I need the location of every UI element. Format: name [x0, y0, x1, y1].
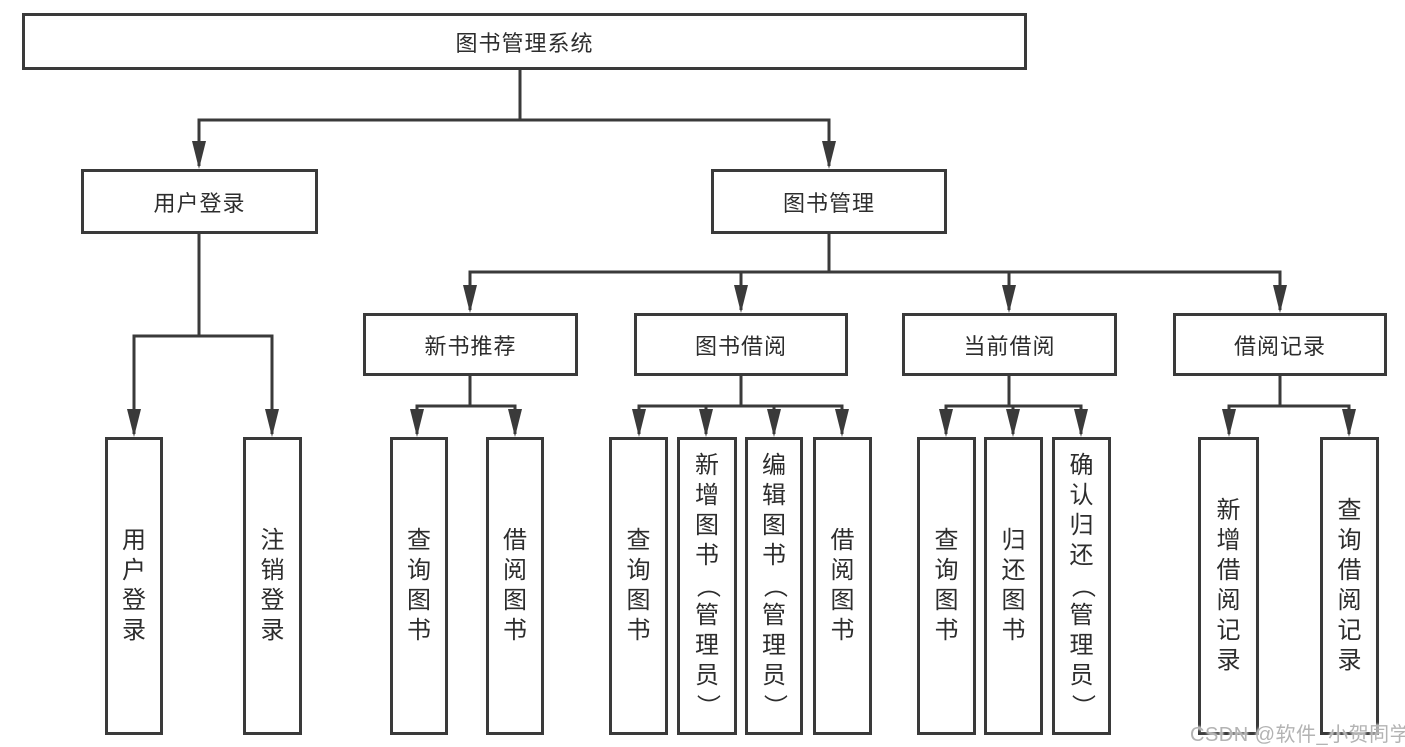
connector-borrowrecord-to-leaves	[1227, 376, 1351, 434]
node-new-book-recommend-label: 新书推荐	[424, 333, 517, 359]
leaf-current-return-book: 归还图书	[984, 437, 1043, 735]
leaf-record-add-borrow-record-label: 新增借阅记录	[1216, 497, 1241, 674]
leaf-record-add-borrow-record: 新增借阅记录	[1198, 437, 1259, 735]
leaf-borrow-edit-book-admin-label: 编辑图书（管理员）	[761, 452, 788, 718]
leaf-logout: 注销登录	[243, 437, 302, 735]
leaf-current-confirm-return-admin: 确认归还（管理员）	[1052, 437, 1111, 735]
connector-root-to-level2	[197, 70, 831, 166]
node-book-management-label: 图书管理	[782, 190, 875, 216]
leaf-borrow-add-book-admin: 新增图书（管理员）	[677, 437, 737, 735]
leaf-record-query-borrow-record-label: 查询借阅记录	[1337, 497, 1362, 674]
leaf-record-query-borrow-record: 查询借阅记录	[1320, 437, 1379, 735]
node-book-borrow-label: 图书借阅	[694, 333, 787, 359]
node-root: 图书管理系统	[22, 13, 1027, 70]
leaf-current-query-book: 查询图书	[917, 437, 976, 735]
leaf-borrow-add-book-admin-label: 新增图书（管理员）	[694, 452, 721, 718]
leaf-current-query-book-label: 查询图书	[934, 527, 959, 644]
node-book-management: 图书管理	[711, 169, 947, 234]
leaf-borrow-query-book-label: 查询图书	[626, 527, 651, 644]
leaf-recommend-borrow-book-label: 借阅图书	[503, 527, 527, 644]
csdn-watermark: CSDN @软件_小贺同学	[1190, 724, 1405, 746]
node-new-book-recommend: 新书推荐	[363, 313, 578, 376]
node-current-borrow-label: 当前借阅	[963, 333, 1056, 359]
node-book-borrow: 图书借阅	[634, 313, 848, 376]
leaf-current-return-book-label: 归还图书	[1001, 527, 1026, 644]
leaf-borrow-query-book: 查询图书	[609, 437, 668, 735]
node-borrow-record: 借阅记录	[1173, 313, 1387, 376]
node-user-login: 用户登录	[81, 169, 318, 234]
node-borrow-record-label: 借阅记录	[1233, 333, 1326, 359]
node-user-login-label: 用户登录	[153, 190, 246, 216]
leaf-borrow-borrow-book: 借阅图书	[813, 437, 872, 735]
leaf-current-confirm-return-admin-label: 确认归还（管理员）	[1068, 452, 1096, 718]
leaf-logout-label: 注销登录	[260, 527, 285, 644]
leaf-borrow-borrow-book-label: 借阅图书	[830, 527, 855, 644]
leaf-borrow-edit-book-admin: 编辑图书（管理员）	[745, 437, 803, 735]
leaf-user-login: 用户登录	[105, 437, 163, 735]
connector-bookborrow-to-leaves	[637, 376, 844, 434]
leaf-recommend-query-book: 查询图书	[390, 437, 448, 735]
leaf-user-login-label: 用户登录	[122, 527, 146, 644]
connector-newbookrec-to-leaves	[415, 376, 517, 434]
leaf-recommend-borrow-book: 借阅图书	[486, 437, 544, 735]
node-root-label: 图书管理系统	[455, 30, 594, 56]
connector-userlogin-to-leaves	[132, 233, 274, 434]
leaf-recommend-query-book-label: 查询图书	[407, 527, 431, 644]
connector-bookmgmt-to-level3	[468, 234, 1282, 310]
arrowheads	[127, 141, 1356, 437]
node-current-borrow: 当前借阅	[902, 313, 1117, 376]
